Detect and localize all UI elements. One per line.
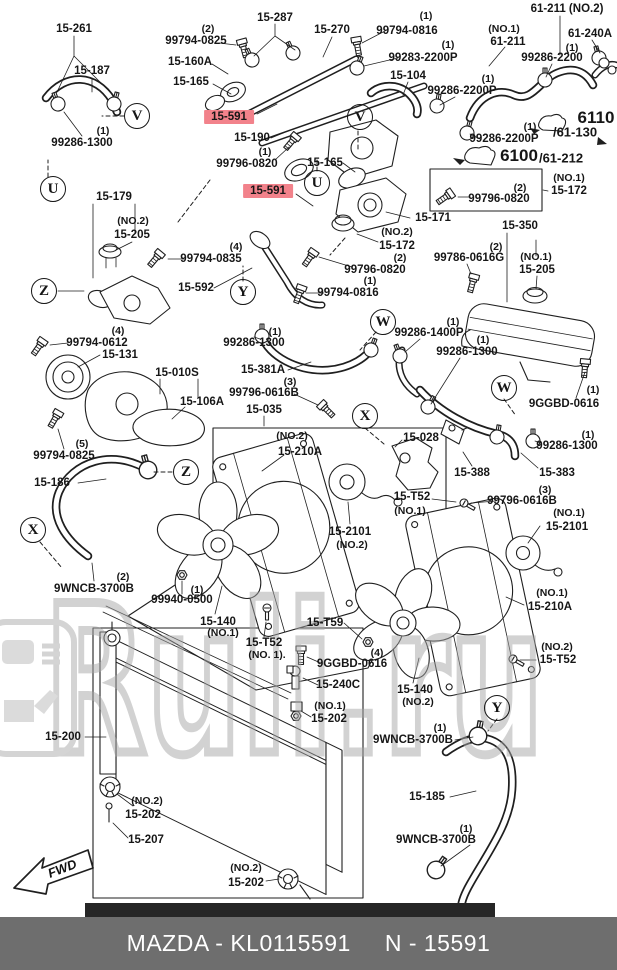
footer-bar: MAZDA - KL0115591 N - 15591 (0, 917, 617, 970)
footer-part-reference: MAZDA - KL0115591 (126, 930, 351, 956)
page-bottom-rule (85, 903, 495, 917)
diagram-line-art: FWD (13, 15, 617, 925)
footer-part-number: N - 15591 (384, 930, 491, 956)
